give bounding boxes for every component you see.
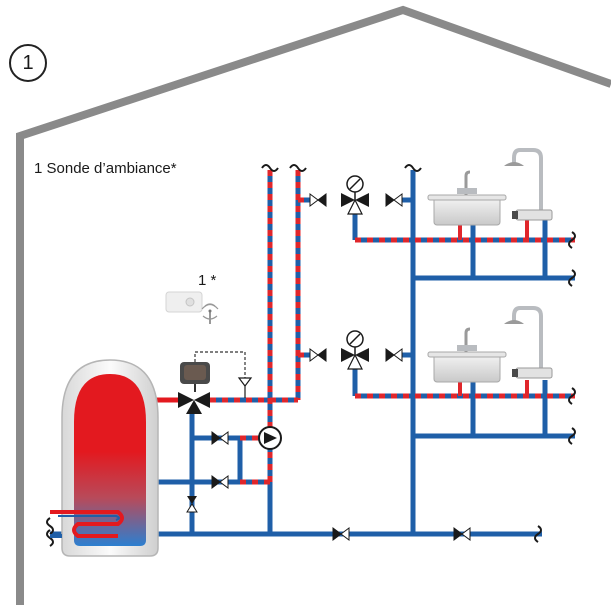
diagram-number-badge: 1 bbox=[9, 44, 47, 82]
heat-exchanger-coil-icon bbox=[58, 510, 124, 538]
gate-valve-icon bbox=[211, 193, 471, 541]
wash-basin-icon bbox=[427, 170, 507, 226]
pipe-break-icon bbox=[46, 164, 576, 547]
three-way-mixing-valve-icon bbox=[341, 175, 369, 370]
actuator-icon bbox=[180, 362, 210, 392]
wash-basin-icon bbox=[427, 327, 507, 383]
sensor-number-label: 1 * bbox=[198, 272, 217, 289]
temperature-sensor-icon bbox=[237, 377, 253, 398]
shower-icon bbox=[504, 148, 553, 221]
tank-icon bbox=[61, 359, 159, 557]
fixture-risers bbox=[458, 220, 529, 396]
shower-icon bbox=[504, 306, 553, 379]
three-way-mixing-valve-icon bbox=[178, 392, 210, 414]
circulation-pump-icon bbox=[258, 426, 282, 450]
check-valve-icon bbox=[186, 496, 198, 513]
control-wire bbox=[194, 351, 246, 378]
hot-pipes bbox=[150, 170, 575, 485]
room-sensor-caption: 1 Sonde d’ambiance* bbox=[34, 160, 177, 177]
house-outline bbox=[16, 5, 611, 605]
wireless-sensor-icon bbox=[165, 291, 219, 324]
